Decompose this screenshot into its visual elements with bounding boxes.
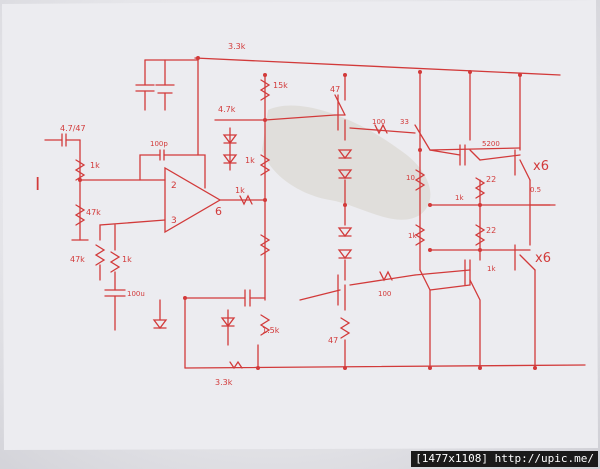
label-r-10-right: 10 (406, 174, 415, 182)
label-r-1k-right: 1k (408, 232, 417, 240)
label-r-100-bot: 100 (378, 290, 391, 298)
label-r-47-top: 47 (330, 85, 340, 94)
label-r-5200: 5200 (482, 140, 500, 148)
label-r-1k-right3: 1k (487, 265, 496, 273)
label-r-top-33k: 3.3k (228, 42, 246, 51)
label-r-15k-bot: 1.5k (262, 326, 280, 335)
junction-dots (78, 56, 537, 370)
schematic-sheet: I 4.7/47 1k 47k 47k 1k 100u 100p 2 3 6 1… (2, 0, 598, 450)
label-r-22-b: 22 (486, 226, 496, 235)
label-r-1k-right2: 1k (455, 194, 464, 202)
label-r-bias-bottom: 47k (70, 255, 85, 264)
label-pin-6: 6 (215, 205, 222, 218)
schematic-labels: I 4.7/47 1k 47k 47k 1k 100u 100p 2 3 6 1… (35, 42, 551, 387)
label-r-05: 0.5 (530, 186, 541, 194)
label-r-22-a: 22 (486, 175, 496, 184)
label-r-low: 1k (122, 255, 132, 264)
label-mult-top: x6 (533, 159, 549, 174)
image-size-watermark: [1477x1108] http://upic.me/ (411, 451, 598, 467)
water-stain (262, 105, 431, 220)
label-r-out: 1k (235, 186, 245, 195)
label-pin-3: 3 (171, 216, 177, 226)
label-input-cap: 4.7/47 (60, 124, 86, 133)
label-input: I (35, 174, 40, 195)
label-r-15k-top: 15k (273, 81, 288, 90)
label-r-47-left: 4.7k (218, 105, 236, 114)
label-r-33-top: 33 (400, 118, 409, 126)
label-cap-100u: 100u (127, 290, 145, 298)
label-r-bias: 47k (86, 208, 101, 217)
circuit-wiring (44, 57, 586, 370)
label-pin-2: 2 (171, 181, 177, 191)
paper-sheet (2, 0, 598, 450)
label-r-47-bot: 47 (328, 336, 338, 345)
label-cap-100p: 100p (150, 140, 168, 148)
label-r-100-top: 100 (372, 118, 385, 126)
label-mult-bot: x6 (535, 251, 551, 266)
label-r-in: 1k (90, 161, 100, 170)
label-r-bot-33k: 3.3k (215, 378, 233, 387)
label-r-1k-mid: 1k (245, 156, 255, 165)
